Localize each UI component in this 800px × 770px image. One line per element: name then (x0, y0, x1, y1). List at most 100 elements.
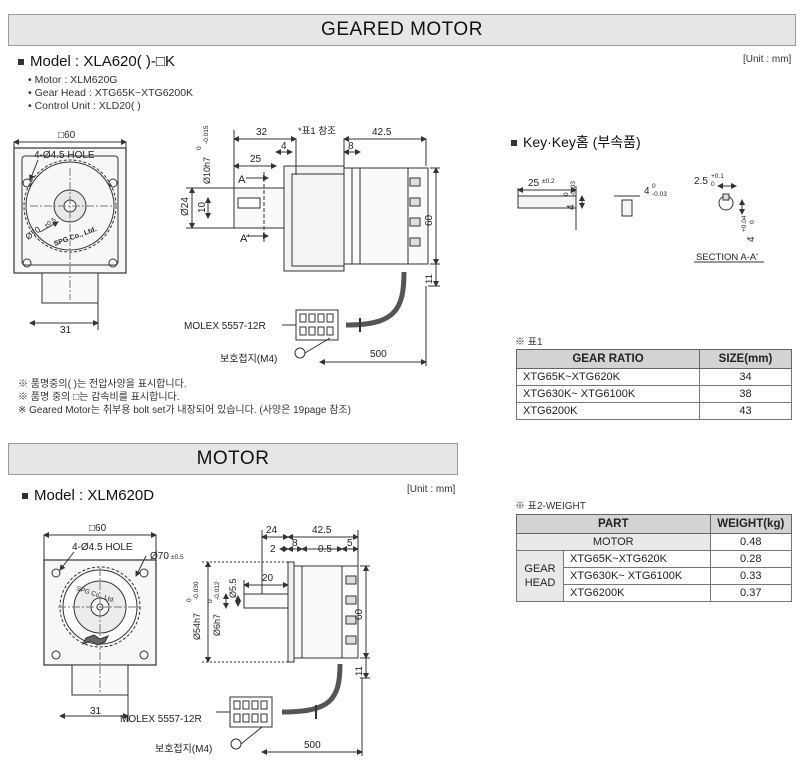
dim-10: 10 (197, 201, 208, 213)
key-dim-2-5: 2.5 (694, 176, 708, 187)
dim-24: Ø24 (180, 197, 191, 216)
key-dim-4b-tol-hi: 0 (652, 183, 656, 190)
table-row: XTG6200K 43 (516, 402, 792, 420)
key-dim-4b: 4 (644, 186, 650, 197)
dim-4: 4 (281, 141, 287, 152)
key-dim-4c: 4 (746, 236, 757, 242)
motor-dim-24: 24 (266, 525, 278, 536)
geared-side-labels: 32 *표1 참조 42.5 25 4 8 Ø10h7 0 -0.015 Ø24… (180, 125, 435, 365)
dim-shaft-10h7: Ø10h7 (202, 157, 212, 184)
motor-dim-0-5: 0.5 (318, 544, 332, 555)
geared-notes: ※ 품명중의( )는 전압사양을 표시합니다. ※ 품명 중의 □는 감속비를 … (18, 378, 351, 417)
geared-bullet-list: • Motor : XLM620G • Gear Head : XTG65K~X… (28, 74, 193, 113)
square-bullet-icon (22, 493, 28, 500)
motor-dim-11: 11 (354, 666, 365, 676)
header-gear-ratio: GEAR RATIO (516, 349, 700, 369)
geared-unit-label: [Unit : mm] (743, 54, 792, 65)
motor-dim-20: 20 (262, 573, 274, 584)
dim-11: 11 (424, 274, 435, 284)
note-ratio: ※ 품명 중의 □는 감속비를 표시합니다. (18, 392, 180, 403)
motor-dim-54h7-tol-lo: -0.030 (193, 581, 200, 600)
note-bolt-set: ※ Geared Motor는 취부용 bolt set가 내장되어 있습니다.… (18, 405, 351, 416)
gear-head-group-label: GEAR HEAD (516, 550, 564, 602)
table-row: MOTOR 0.48 (516, 533, 793, 551)
motor-dim-6h7: Ø6h7 (212, 614, 222, 636)
key-drawing (517, 183, 764, 263)
section-a-a-label: SECTION A-A' (696, 252, 758, 263)
key-dim-4: 4 (566, 204, 577, 210)
motor-dim-5: 5 (347, 538, 353, 549)
dim-shaft-10h7-tol-lo: -0.015 (203, 125, 210, 144)
bullet-control-unit: • Control Unit : XLD20( ) (28, 100, 141, 112)
section-mark-a: A (238, 174, 246, 186)
geared-motor-section-title: GEARED MOTOR (321, 19, 483, 40)
dim-42-5: 42.5 (372, 127, 392, 138)
key-dim-4c-tol-hi: +0.04 (741, 215, 748, 232)
dim-width-31: 31 (60, 325, 72, 336)
geared-front-view (13, 139, 127, 330)
motor-dim-54h7: Ø54h7 (192, 613, 202, 640)
motor-dim-diameter-70-tol: ±0.5 (171, 554, 184, 561)
table-row: XTG6200K 0.37 (517, 584, 793, 602)
dim-500: 500 (370, 349, 387, 360)
motor-dim-6h7-tol-lo: -0.012 (214, 581, 221, 600)
key-labels: 25 ±0.2 4 0 -0.03 4 0 -0.03 2.5 +0.1 0 4… (528, 173, 758, 263)
motor-unit-label: [Unit : mm] (407, 484, 456, 495)
dim-table-ref: *표1 참조 (298, 126, 336, 137)
dim-25: 25 (250, 154, 262, 165)
key-dim-25-tol: ±0.2 (542, 178, 555, 185)
bullet-gear-head: • Gear Head : XTG65K~XTG6200K (28, 87, 194, 99)
dim-60: 60 (424, 214, 435, 226)
molex-label: MOLEX 5557-12R (184, 321, 266, 332)
motor-dim-5-5: Ø5.5 (228, 578, 238, 598)
motor-ground-label: 보호접지(M4) (155, 743, 212, 755)
square-bullet-icon (511, 140, 517, 147)
motor-section-title: MOTOR (196, 448, 270, 469)
key-dim-25: 25 (528, 178, 540, 189)
motor-dim-6h7-tol-hi: 0 (207, 599, 214, 603)
ground-label: 보호접지(M4) (220, 353, 277, 365)
motor-section-header: MOTOR (8, 443, 458, 475)
geared-model-label: Model : XLA620( )-□K (18, 53, 175, 70)
table-row: GEAR HEAD XTG65K~XTG620K 0.28 (516, 550, 793, 602)
key-dim-2-5-tol-hi: +0.1 (711, 173, 724, 180)
geared-side-view (186, 130, 440, 366)
note-voltage: ※ 품명중의( )는 전압사양을 표시합니다. (18, 379, 187, 390)
section-mark-a-prime: A' (240, 233, 249, 245)
motor-dim-42-5: 42.5 (312, 525, 332, 536)
motor-dim-2: 2 (270, 544, 276, 555)
motor-dim-hole: 4-Ø4.5 HOLE (72, 542, 133, 553)
square-bullet-icon (18, 59, 24, 66)
motor-dim-diameter-70: Ø70 (150, 551, 169, 562)
motor-molex-label: MOLEX 5557-12R (120, 714, 202, 725)
table-row: XTG630K~ XTG6100K 38 (516, 385, 792, 403)
motor-dim-500: 500 (304, 740, 321, 751)
key-dim-4b-tol-lo: -0.03 (652, 191, 667, 198)
bullet-motor: • Motor : XLM620G (28, 74, 118, 86)
motor-dim-8: 8 (292, 538, 298, 549)
gear-ratio-table: GEAR RATIO SIZE(mm) XTG65K~XTG620K 34 XT… (516, 349, 792, 420)
dim-8: 8 (348, 141, 354, 152)
motor-front-view (43, 532, 157, 722)
header-part: PART (516, 514, 711, 534)
key-dim-4-tol-lo: -0.03 (570, 181, 577, 196)
motor-side-labels: 24 42.5 2 8 0.5 5 20 Ø54h7 0 -0.030 Ø6h7… (120, 525, 365, 755)
dim-square-60: □60 (58, 130, 76, 141)
key-dim-4-tol-hi: 0 (563, 192, 570, 196)
key-dim-2-5-tol-lo: 0 (711, 181, 715, 188)
header-weight: WEIGHT(kg) (709, 514, 793, 534)
table-row: XTG630K~ XTG6100K 0.33 (517, 567, 793, 585)
table1-caption: ※ 표1 (515, 337, 543, 348)
motor-dim-60: 60 (354, 608, 365, 620)
table2-caption: ※ 표2-WEIGHT (515, 501, 586, 512)
motor-side-view (202, 530, 370, 756)
header-size: SIZE(mm) (699, 349, 792, 369)
dim-32: 32 (256, 127, 268, 138)
motor-dim-width-31: 31 (90, 706, 102, 717)
key-title: Key·Key홈 (부속품) (511, 132, 641, 152)
motor-dim-54h7-tol-hi: 0 (186, 598, 193, 602)
motor-dim-square-60: □60 (89, 523, 107, 534)
key-dim-4c-tol-lo: 0 (749, 220, 756, 224)
motor-model-label: Model : XLM620D (22, 487, 154, 504)
